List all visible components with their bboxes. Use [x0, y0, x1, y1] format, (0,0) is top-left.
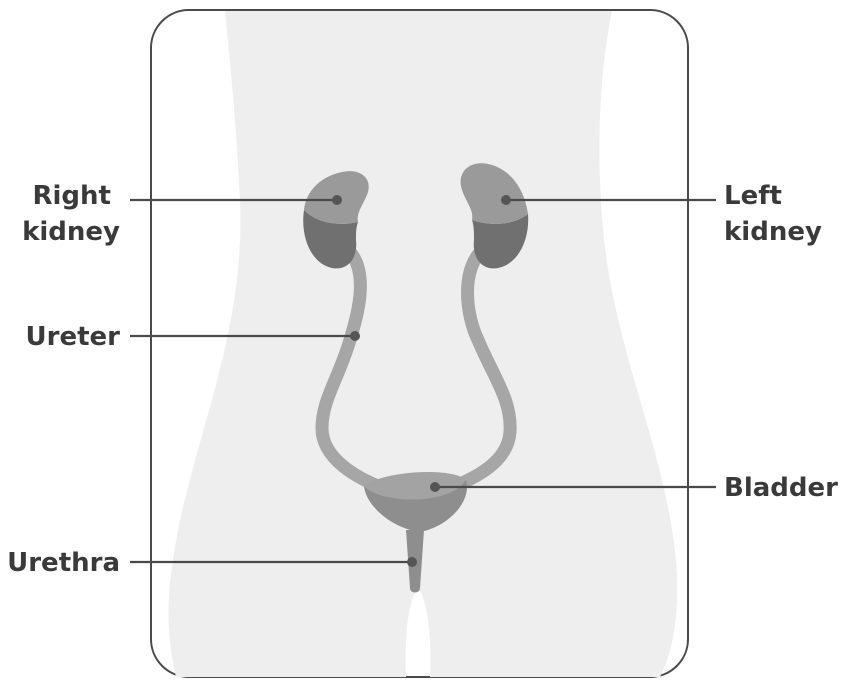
right-kidney-marker: [332, 195, 342, 205]
right-kidney-label: Right kidney: [22, 181, 120, 247]
ureter-marker: [350, 331, 360, 341]
ureter-label: Ureter: [26, 322, 121, 352]
left-kidney-marker: [501, 195, 511, 205]
urethra-label: Urethra: [7, 548, 120, 578]
right-kidney-label-line1: Right: [32, 181, 110, 211]
bladder-marker: [430, 482, 440, 492]
left-kidney-label-line2: kidney: [724, 217, 822, 247]
right-kidney-label-line2: kidney: [22, 217, 120, 247]
left-kidney-label-line1: Left: [724, 181, 782, 211]
left-kidney-label: Left kidney: [724, 181, 822, 247]
bladder-label: Bladder: [724, 473, 838, 503]
urethra-marker: [407, 557, 417, 567]
